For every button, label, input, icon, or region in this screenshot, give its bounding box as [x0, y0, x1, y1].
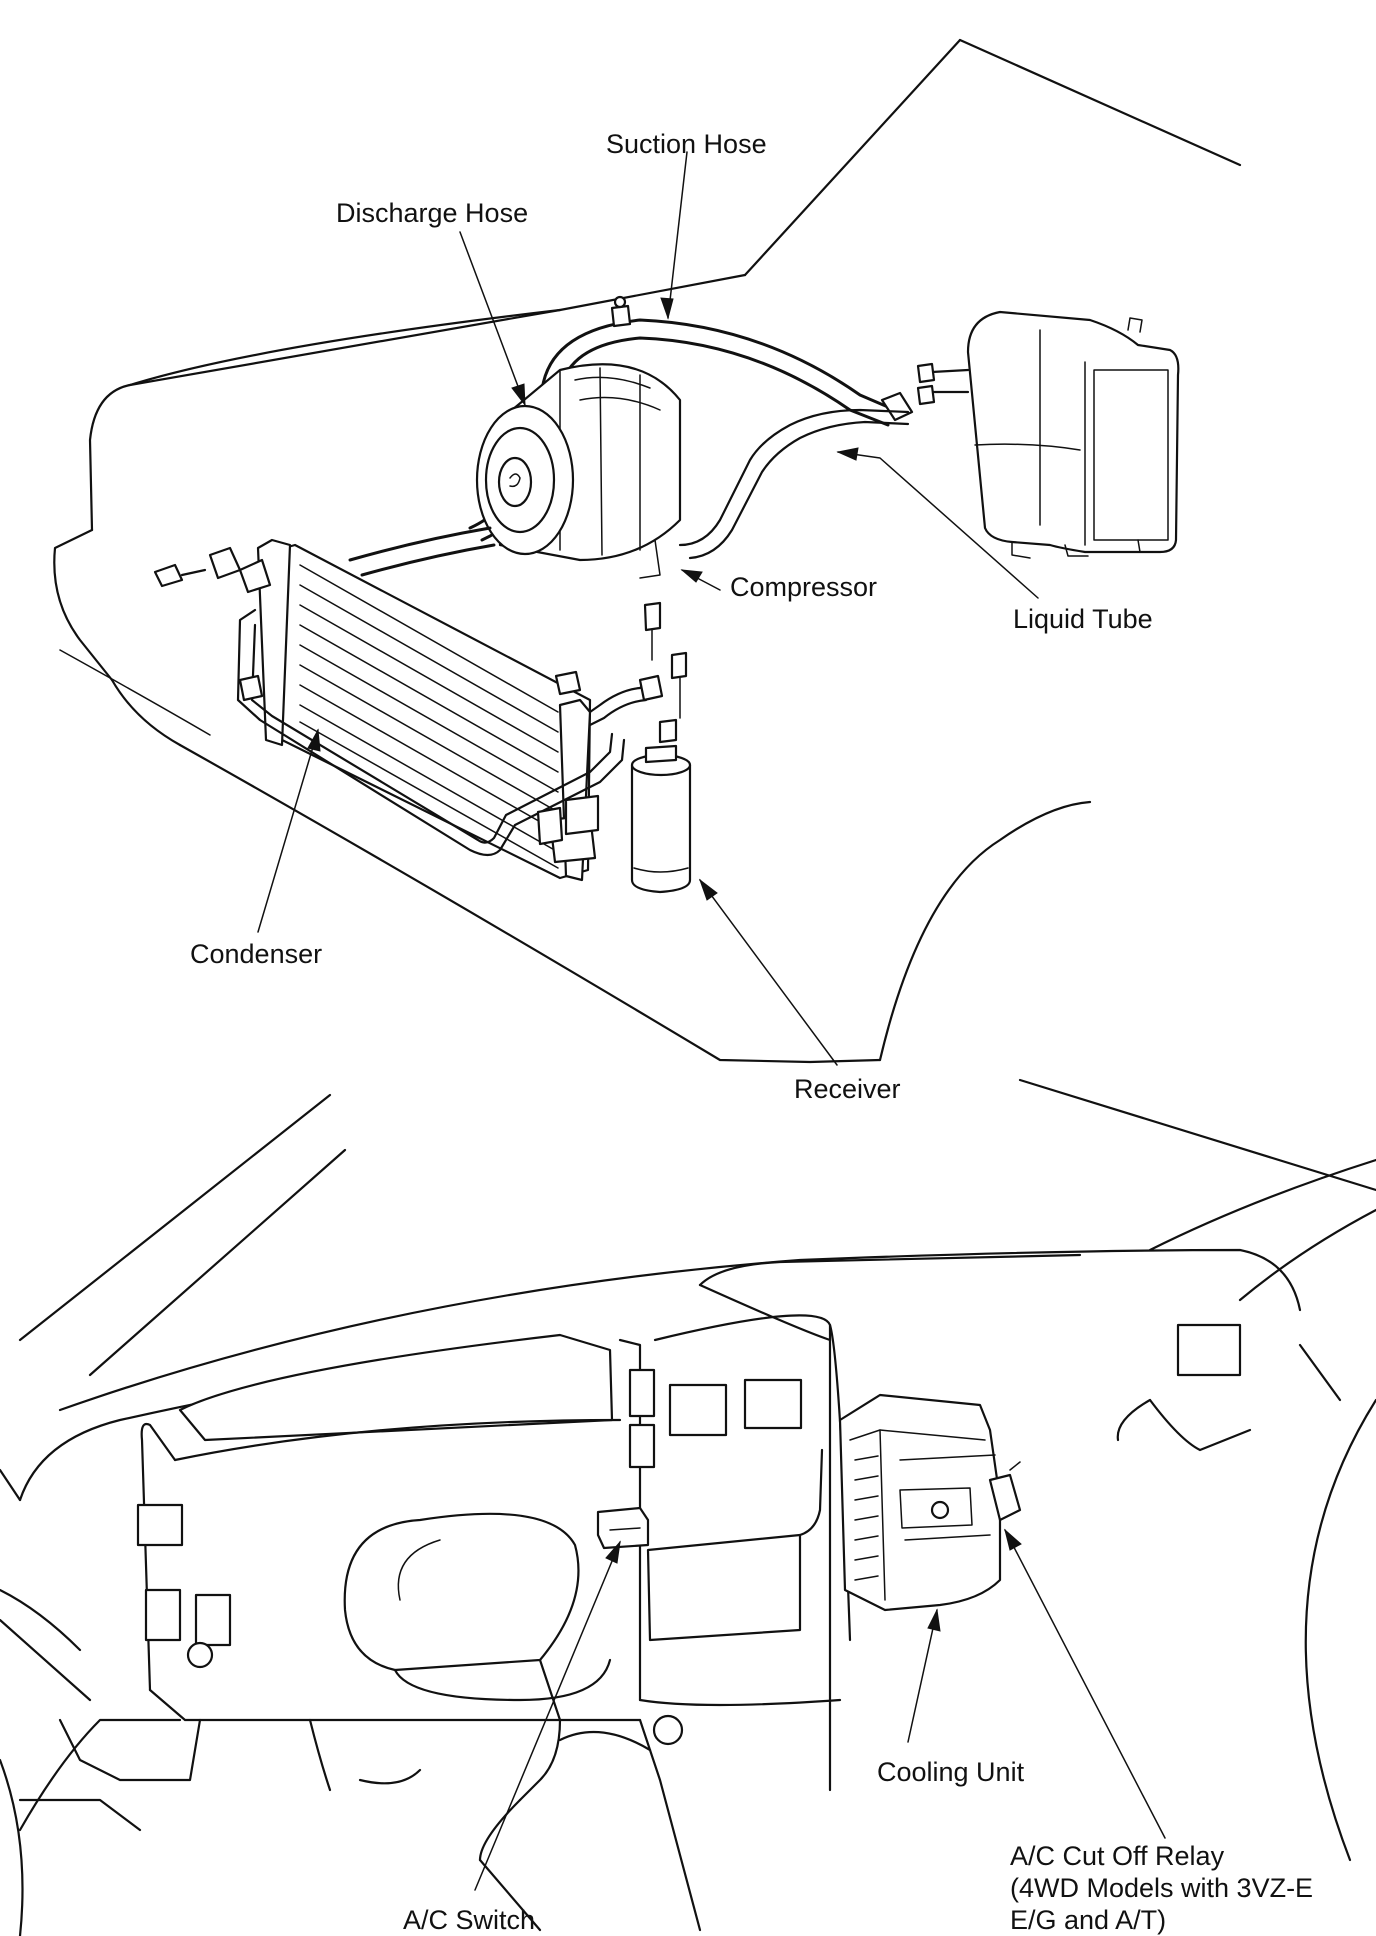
cooling-unit — [838, 1393, 1022, 1612]
label-compressor: Compressor — [730, 572, 877, 602]
label-receiver: Receiver — [794, 1074, 901, 1104]
label-condenser: Condenser — [190, 939, 322, 969]
receiver — [536, 744, 692, 894]
liquid-tube — [678, 408, 910, 560]
condenser-pipes — [236, 526, 664, 857]
label-suction-hose: Suction Hose — [606, 129, 767, 159]
leader-lines-bottom — [474, 1528, 1166, 1891]
label-cooling-unit: Cooling Unit — [877, 1757, 1025, 1787]
bolts — [643, 601, 688, 744]
suction-hose — [540, 295, 914, 427]
evaporator-case — [916, 310, 1180, 559]
dashboard — [0, 1248, 1302, 1932]
label-liquid-tube: Liquid Tube — [1013, 604, 1153, 634]
label-discharge-hose: Discharge Hose — [336, 198, 528, 228]
label-ac-switch: A/C Switch — [403, 1905, 535, 1935]
label-ac-cut-off-relay-line-1: A/C Cut Off Relay — [1010, 1841, 1225, 1871]
label-ac-cut-off-relay-line-2: (4WD Models with 3VZ-E — [1010, 1873, 1313, 1903]
vehicle-body-outline — [53, 38, 1242, 1064]
compressor — [475, 363, 682, 579]
leader-lines-top — [257, 151, 1039, 1066]
cabin-outline — [0, 1078, 1376, 1936]
condenser — [153, 538, 597, 882]
label-ac-cut-off-relay-line-3: E/G and A/T) — [1010, 1905, 1166, 1935]
